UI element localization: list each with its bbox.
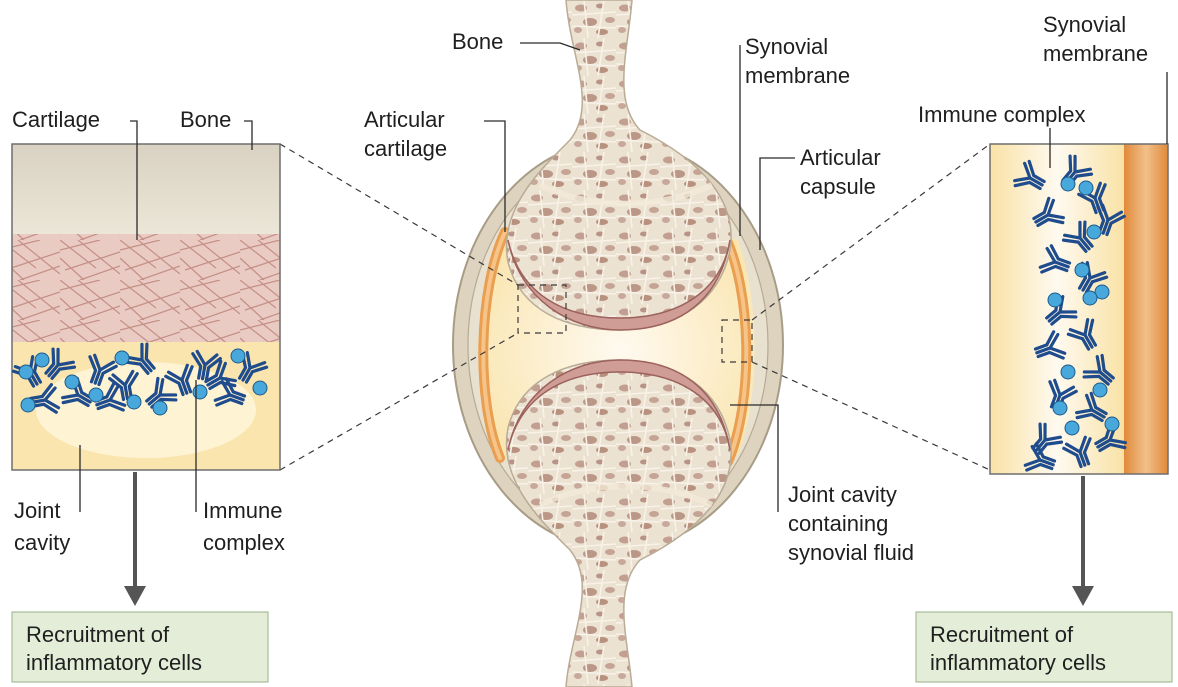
right-panel-synovial-membrane <box>1124 144 1168 474</box>
result-box-right-line1: Recruitment of <box>930 622 1074 647</box>
left-detail-panel <box>12 144 280 470</box>
arrow-left <box>124 472 146 606</box>
antigen-icon <box>253 381 267 395</box>
antigen-icon <box>1048 293 1062 307</box>
antigen-icon <box>1061 365 1075 379</box>
antigen-icon <box>193 385 207 399</box>
left-panel-cartilage-layer <box>12 234 280 342</box>
antigen-icon <box>21 398 35 412</box>
label-synovial-membrane-right-1: Synovial <box>1043 12 1126 37</box>
label-synovial-membrane-center-1: Synovial <box>745 34 828 59</box>
arrow-right <box>1072 476 1094 606</box>
joint-illustration <box>453 0 783 687</box>
result-box-left-line2: inflammatory cells <box>26 650 202 675</box>
antigen-icon <box>1087 225 1101 239</box>
label-articular-cartilage-2: cartilage <box>364 136 447 161</box>
result-box-right: Recruitment of inflammatory cells <box>916 612 1172 682</box>
label-joint-cavity-fluid-2: containing <box>788 511 888 536</box>
antigen-icon <box>153 401 167 415</box>
label-synovial-membrane-center-2: membrane <box>745 63 850 88</box>
antigen-icon <box>1083 291 1097 305</box>
antigen-icon <box>1075 263 1089 277</box>
label-immune-complex-left-2: complex <box>203 530 285 555</box>
right-detail-panel <box>990 144 1168 478</box>
antigen-icon <box>19 365 33 379</box>
label-bone-left: Bone <box>180 107 231 132</box>
left-panel-bone-layer <box>12 144 280 234</box>
antigen-icon <box>1105 417 1119 431</box>
antigen-icon <box>1093 383 1107 397</box>
label-joint-cavity-fluid-1: Joint cavity <box>788 482 897 507</box>
label-articular-capsule-2: capsule <box>800 174 876 199</box>
label-articular-capsule-1: Articular <box>800 145 881 170</box>
label-immune-complex-left-1: Immune <box>203 498 282 523</box>
antigen-icon <box>115 351 129 365</box>
label-joint-cavity-left-2: cavity <box>14 530 70 555</box>
antigen-icon <box>35 353 49 367</box>
label-synovial-membrane-right-2: membrane <box>1043 41 1148 66</box>
result-box-left: Recruitment of inflammatory cells <box>12 612 268 682</box>
label-joint-cavity-fluid-3: synovial fluid <box>788 540 914 565</box>
result-box-left-line1: Recruitment of <box>26 622 170 647</box>
antigen-icon <box>1065 421 1079 435</box>
label-cartilage-left: Cartilage <box>12 107 100 132</box>
result-box-right-line2: inflammatory cells <box>930 650 1106 675</box>
antigen-icon <box>1053 401 1067 415</box>
label-immune-complex-right: Immune complex <box>918 102 1086 127</box>
antigen-icon <box>65 375 79 389</box>
antigen-icon <box>89 388 103 402</box>
antigen-icon <box>127 395 141 409</box>
antigen-icon <box>1079 181 1093 195</box>
label-articular-cartilage-1: Articular <box>364 107 445 132</box>
label-bone-top: Bone <box>452 29 503 54</box>
antigen-icon <box>1061 177 1075 191</box>
label-joint-cavity-left-1: Joint <box>14 498 60 523</box>
antigen-icon <box>231 349 245 363</box>
